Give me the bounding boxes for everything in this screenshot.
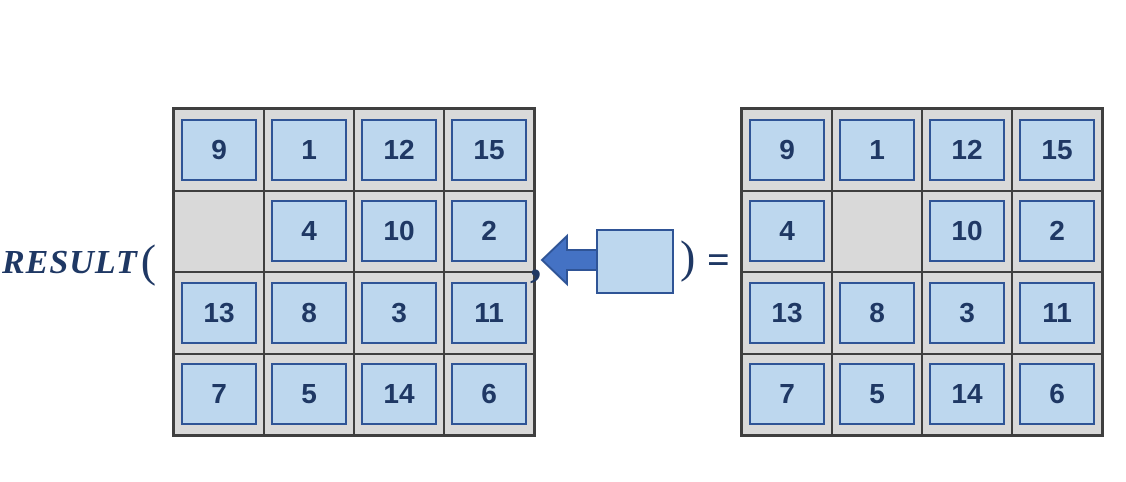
move-argument [540,229,674,294]
puzzle-tile-4: 4 [749,200,825,263]
grid-cell: 5 [264,353,354,435]
function-name: RESULT [2,244,138,281]
puzzle-tile-9: 9 [181,118,257,181]
puzzle-tile-13: 13 [749,281,825,344]
close-paren: ) [680,231,696,282]
argument-comma: , [530,235,542,286]
grid-cell: 11 [1012,272,1102,354]
puzzle-tile-4: 4 [271,200,347,263]
puzzle-tile-13: 13 [181,281,257,344]
grid-cell: 8 [264,272,354,354]
grid-cell: 6 [444,353,534,435]
puzzle-tile-10: 10 [361,200,437,263]
grid-cell: 3 [922,272,1012,354]
puzzle-tile-14: 14 [929,363,1005,426]
equals-sign: = [707,237,730,282]
puzzle-tile-12: 12 [361,118,437,181]
puzzle-tile-12: 12 [929,118,1005,181]
open-paren: ( [140,235,157,286]
puzzle-tile-6: 6 [451,363,527,426]
puzzle-tile-11: 11 [1019,281,1095,344]
grid-cell: 15 [444,109,534,191]
grid-cell: 5 [832,353,922,435]
puzzle-tile-3: 3 [361,281,437,344]
puzzle-tile-5: 5 [839,363,915,426]
left-arrow-icon [540,233,601,287]
grid-cell: 3 [354,272,444,354]
grid-cell: 14 [354,353,444,435]
grid-cell: 2 [444,190,534,272]
grid-cell: 4 [264,190,354,272]
puzzle-tile-6: 6 [1019,363,1095,426]
grid-cell: 1 [264,109,354,191]
puzzle-tile-7: 7 [181,363,257,426]
grid-cell-empty [832,190,922,272]
puzzle-tile-8: 8 [271,281,347,344]
puzzle-tile-9: 9 [749,118,825,181]
grid-cell: 10 [354,190,444,272]
puzzle-tile-5: 5 [271,363,347,426]
grid-cell: 13 [174,272,264,354]
grid-cell: 8 [832,272,922,354]
grid-cell: 7 [742,353,832,435]
puzzle-tile-11: 11 [451,281,527,344]
grid-cell-empty [174,190,264,272]
grid-cell: 9 [174,109,264,191]
puzzle-tile-10: 10 [929,200,1005,263]
puzzle-tile-3: 3 [929,281,1005,344]
grid-cell: 4 [742,190,832,272]
grid-cell: 2 [1012,190,1102,272]
grid-cell: 14 [922,353,1012,435]
puzzle-tile-14: 14 [361,363,437,426]
puzzle-tile-15: 15 [451,118,527,181]
puzzle-tile-1: 1 [839,118,915,181]
puzzle-tile-2: 2 [451,200,527,263]
grid-cell: 1 [832,109,922,191]
puzzle-tile-8: 8 [839,281,915,344]
grid-cell: 15 [1012,109,1102,191]
puzzle-tile-15: 15 [1019,118,1095,181]
grid-cell: 10 [922,190,1012,272]
grid-cell: 12 [354,109,444,191]
grid-cell: 7 [174,353,264,435]
grid-cell: 6 [1012,353,1102,435]
result-function-label: RESULT( [2,235,157,286]
grid-cell: 9 [742,109,832,191]
grid-cell: 13 [742,272,832,354]
puzzle-tile-2: 2 [1019,200,1095,263]
blank-tile [596,229,674,294]
puzzle-tile-7: 7 [749,363,825,426]
grid-cell: 12 [922,109,1012,191]
puzzle-tile-1: 1 [271,118,347,181]
grid-cell: 11 [444,272,534,354]
